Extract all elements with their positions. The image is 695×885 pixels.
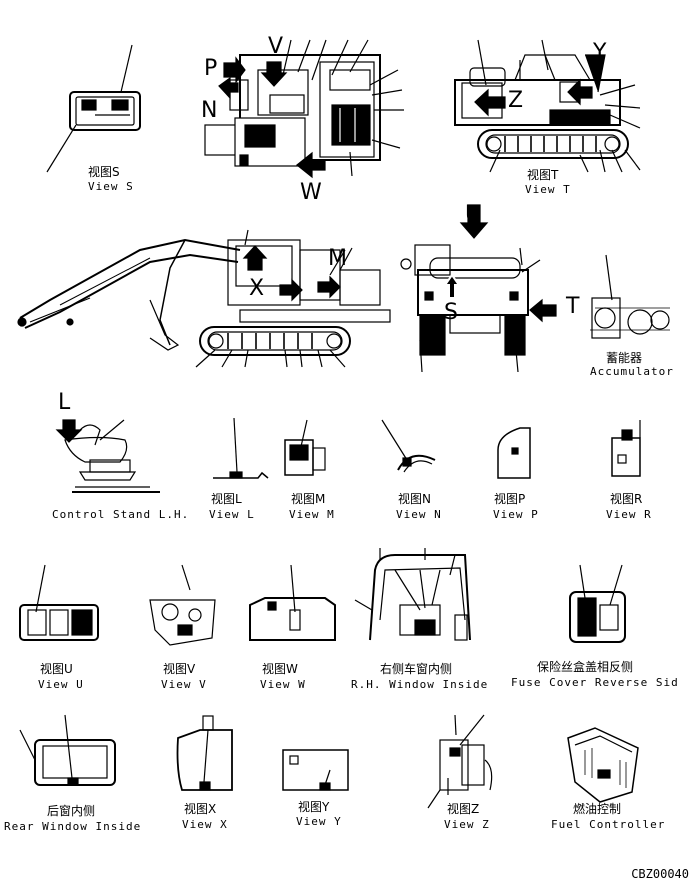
rh-window-drawing — [354, 548, 471, 641]
view-l-label-cn: 视图L — [211, 492, 242, 506]
arrow-letter-l: L — [58, 390, 71, 415]
view-x-label-en: View X — [182, 818, 228, 831]
rh-window-label-cn: 右侧车窗内侧 — [380, 662, 453, 676]
fuse-cover-drawing — [569, 564, 626, 643]
left-side-view-drawing — [17, 229, 391, 368]
arrow-letter-z: Z — [508, 88, 524, 113]
drawing-code: CBZ00040 — [631, 867, 689, 881]
arrow-letter-y: Y — [593, 40, 607, 65]
arrow-letter-x: X — [249, 276, 265, 301]
view-t-label-cn: 视图T — [527, 168, 559, 182]
view-m-label-cn: 视图M — [291, 492, 326, 506]
view-s-label-en: View S — [88, 180, 134, 193]
view-t-label-en: View T — [525, 183, 571, 196]
view-v-label-en: View V — [161, 678, 207, 691]
view-u-label-cn: 视图U — [40, 662, 73, 676]
view-w-label-en: View W — [260, 678, 306, 691]
view-u-drawing — [19, 564, 99, 641]
view-m-drawing — [284, 419, 326, 476]
fuse-cover-label-cn: 保险丝盒盖相反侧 — [537, 660, 634, 674]
accumulator-label-cn: 蓄能器 — [606, 351, 643, 365]
view-x-drawing — [176, 715, 233, 791]
view-r-label-cn: 视图R — [610, 492, 643, 506]
view-y-label-cn: 视图Y — [298, 800, 330, 814]
rear-window-label-en: Rear Window Inside — [4, 820, 142, 833]
view-w-drawing — [249, 564, 336, 641]
accumulator-label-en: Accumulator — [590, 365, 674, 378]
arrow-letter-w: W — [300, 180, 322, 205]
view-l-drawing — [213, 417, 269, 479]
view-z-label-cn: 视图Z — [447, 802, 480, 816]
view-v-label-cn: 视图V — [163, 662, 196, 676]
rear-window-drawing — [19, 714, 116, 786]
view-p-label-cn: 视图P — [494, 492, 526, 506]
view-p-drawing — [497, 427, 531, 479]
view-z-drawing — [427, 714, 493, 809]
view-r-label-en: View R — [606, 508, 652, 521]
view-v-drawing — [149, 564, 216, 646]
control-stand-label: Control Stand L.H. — [52, 508, 190, 521]
arrow-letter-m: M — [328, 246, 347, 271]
rear-window-label-cn: 后窗内侧 — [47, 804, 96, 818]
view-s-label-cn: 视图S — [88, 165, 120, 179]
view-n-label-cn: 视图N — [398, 492, 431, 506]
view-u-label-en: View U — [38, 678, 84, 691]
top-view-drawing — [204, 39, 404, 179]
view-n-label-en: View N — [396, 508, 442, 521]
view-l-label-en: View L — [209, 508, 255, 521]
view-y-label-en: View Y — [296, 815, 342, 828]
arrow-letter-v: V — [268, 34, 284, 59]
view-y-drawing — [282, 749, 349, 791]
fuel-controller-drawing — [567, 727, 639, 803]
fuel-controller-label-cn: 燃油控制 — [573, 802, 622, 816]
view-w-label-cn: 视图W — [262, 662, 298, 676]
arrow-letter-p: P — [204, 56, 218, 81]
fuel-controller-label-en: Fuel Controller — [551, 818, 666, 831]
rear-view-drawing — [400, 204, 557, 373]
view-m-label-en: View M — [289, 508, 335, 521]
accumulator-drawing — [590, 254, 670, 339]
arrow-letter-t: T — [566, 294, 580, 319]
view-z-label-en: View Z — [444, 818, 490, 831]
arrow-letter-u: U — [465, 202, 482, 227]
view-x-label-cn: 视图X — [184, 802, 217, 816]
view-p-label-en: View P — [493, 508, 539, 521]
arrow-letter-s: S — [444, 300, 458, 325]
view-s-drawing — [46, 44, 141, 173]
rh-window-label-en: R.H. Window Inside — [351, 678, 489, 691]
view-n-drawing — [381, 419, 436, 473]
view-r-drawing — [611, 420, 641, 477]
arrow-letter-n: N — [201, 98, 218, 123]
control-stand-drawing — [55, 419, 160, 493]
fuse-cover-label-en: Fuse Cover Reverse Sid — [511, 676, 679, 689]
view-t-drawing — [454, 39, 641, 173]
